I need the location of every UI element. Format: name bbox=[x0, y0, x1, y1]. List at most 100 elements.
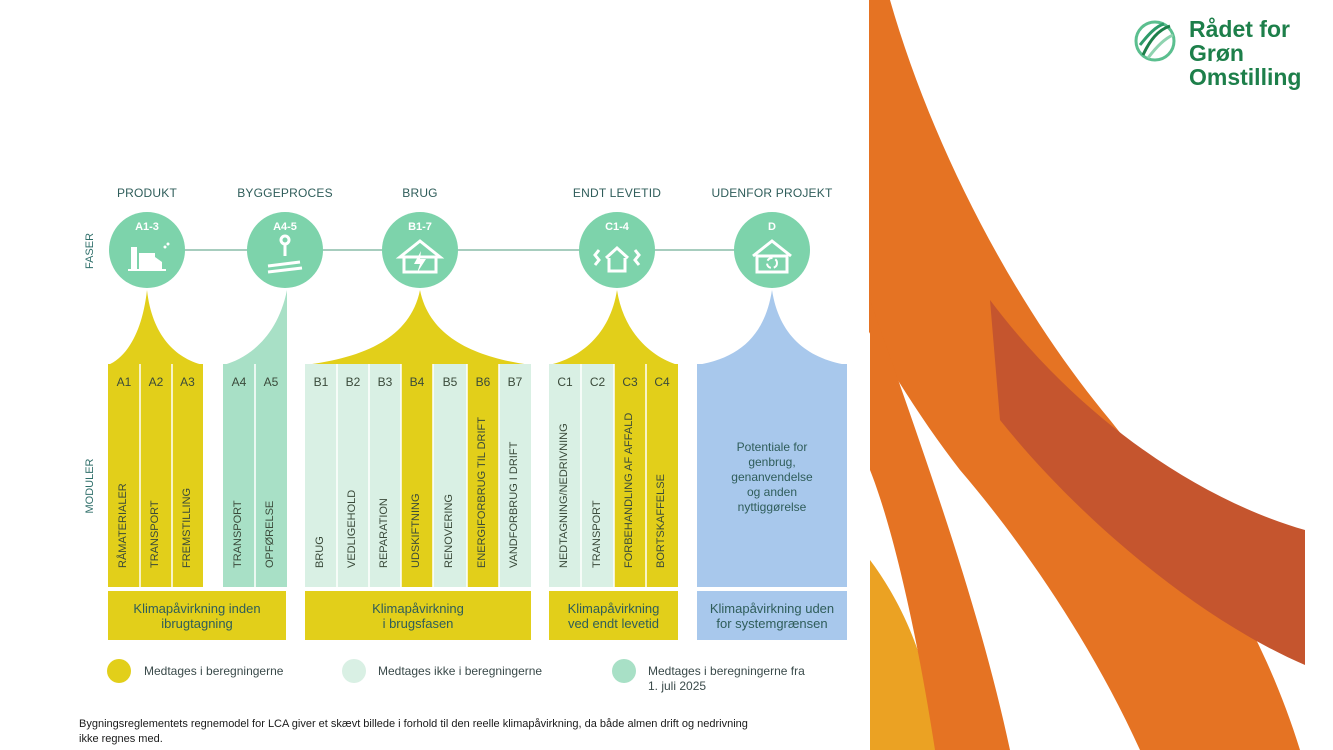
module-code-a5: A5 bbox=[263, 375, 279, 389]
axis-label-faser: FASER bbox=[84, 232, 96, 270]
legend-label-excluded: Medtages ikke i beregningerne bbox=[378, 664, 543, 678]
d-line-3: genanvendelse bbox=[731, 470, 813, 484]
summary-d-line-2: for systemgrænsen bbox=[716, 615, 828, 631]
phase-code-d: D bbox=[768, 221, 776, 233]
module-code-b2: B2 bbox=[345, 375, 361, 389]
rust-swoosh bbox=[990, 300, 1305, 665]
summary-c-line-2: ved endt levetid bbox=[567, 615, 660, 631]
summary-box-a bbox=[108, 591, 286, 640]
module-column-b7 bbox=[499, 364, 531, 587]
footnote: Bygningsreglementets regnemodel for LCA … bbox=[79, 717, 748, 747]
module-column-b4 bbox=[401, 364, 433, 587]
phase-title-udenfor-projekt: UDENFOR PROJEKT bbox=[711, 186, 833, 200]
module-name-b2: VEDLIGEHOLD bbox=[346, 489, 358, 568]
legend-label-included: Medtages i beregningerne bbox=[144, 664, 284, 678]
orange-lower bbox=[870, 300, 1010, 750]
module-code-a1: A1 bbox=[116, 375, 132, 389]
d-line-5: nyttiggørelse bbox=[737, 500, 807, 514]
axis-label-moduler: MODULER bbox=[84, 458, 96, 514]
module-code-b5: B5 bbox=[442, 375, 458, 389]
phase-code-b17: B1-7 bbox=[408, 221, 432, 233]
legend-label-2025: Medtages i beregningerne fra 1. juli 202… bbox=[648, 664, 805, 694]
module-code-b3: B3 bbox=[377, 375, 393, 389]
legend-2025-line-2: 1. juli 2025 bbox=[648, 679, 707, 693]
d-line-4: og anden bbox=[746, 485, 798, 499]
amber-band bbox=[870, 560, 940, 750]
module-column-b1 bbox=[305, 364, 337, 587]
phase-title-produkt: PRODUKT bbox=[116, 186, 178, 200]
logo-leaf-icon bbox=[1134, 20, 1176, 62]
logo-line-1: Rådet for bbox=[1189, 16, 1290, 42]
module-name-a2: TRANSPORT bbox=[149, 500, 161, 568]
module-name-a3: FREMSTILLING bbox=[180, 487, 193, 568]
phase-title-brug: BRUG bbox=[402, 186, 438, 200]
module-code-b4: B4 bbox=[409, 375, 425, 389]
module-code-c4: C4 bbox=[654, 375, 670, 389]
white-top bbox=[0, 0, 745, 163]
module-name-a1: RÅMATERIALER bbox=[117, 483, 129, 568]
bracket-b17 bbox=[305, 290, 531, 365]
phase-title-endt-levetid: ENDT LEVETID bbox=[572, 186, 662, 200]
demolition-icon bbox=[593, 245, 641, 273]
module-name-c3: FORBEHANDLING AF AFFALD bbox=[623, 412, 635, 568]
module-code-a3: A3 bbox=[180, 375, 195, 389]
recycle-house-icon bbox=[752, 239, 792, 274]
summary-b-line-2: i brugsfasen bbox=[382, 615, 454, 631]
bracket-c14 bbox=[549, 290, 678, 365]
summary-box-d bbox=[697, 591, 847, 640]
summary-b-line-1: Klimapåvirkning bbox=[372, 600, 464, 616]
module-column-b6 bbox=[467, 364, 499, 587]
module-column-c2 bbox=[581, 364, 614, 587]
footnote-line-2: ikke regnes med. bbox=[79, 733, 163, 745]
summary-d-line-1: Klimapåvirkning uden bbox=[709, 600, 835, 616]
legend-2025-line-1: Medtages i beregningerne fra bbox=[648, 664, 805, 678]
module-columns bbox=[108, 364, 678, 587]
house-energy-icon bbox=[395, 239, 445, 274]
module-column-b5 bbox=[433, 364, 467, 587]
module-name-a5: OPFØRELSE bbox=[264, 500, 276, 568]
module-code-c3: C3 bbox=[622, 375, 638, 389]
legend-dot-excluded bbox=[342, 659, 366, 683]
summary-a-line-2: ibrugtagning bbox=[161, 615, 233, 631]
d-column bbox=[697, 364, 847, 587]
module-column-a5 bbox=[255, 364, 287, 587]
phase-title-byggeproces: BYGGEPROCES bbox=[237, 186, 333, 200]
d-line-2: genbrug, bbox=[748, 455, 796, 469]
bracket-a13 bbox=[108, 290, 203, 365]
module-name-b5: RENOVERING bbox=[443, 494, 455, 568]
module-name-c4: BORTSKAFFELSE bbox=[655, 474, 667, 568]
module-column-b3 bbox=[369, 364, 401, 587]
module-code-a2: A2 bbox=[148, 375, 164, 389]
module-column-c3 bbox=[614, 364, 646, 587]
factory-icon bbox=[128, 242, 170, 271]
module-column-c1 bbox=[549, 364, 581, 587]
bracket-a45 bbox=[223, 290, 287, 365]
crane-icon bbox=[267, 234, 303, 274]
module-column-b2 bbox=[337, 364, 369, 587]
phase-code-a45: A4-5 bbox=[273, 221, 297, 233]
module-name-a4: TRANSPORT bbox=[232, 500, 244, 568]
footnote-line-1: Bygningsreglementets regnemodel for LCA … bbox=[79, 718, 748, 730]
summary-a-line-1: Klimapåvirkning inden bbox=[133, 600, 261, 616]
logo-line-2: Grøn bbox=[1189, 40, 1244, 66]
module-name-b7: VANDFORBRUG I DRIFT bbox=[508, 441, 520, 568]
module-code-b1: B1 bbox=[313, 375, 329, 389]
phase-circle-b17 bbox=[382, 212, 458, 288]
d-line-1: Potentiale for bbox=[736, 440, 808, 454]
bracket-d bbox=[697, 290, 847, 365]
legend-dot-included bbox=[107, 659, 131, 683]
module-code-b6: B6 bbox=[475, 375, 491, 389]
logo-line-3: Omstilling bbox=[1189, 64, 1302, 90]
summary-box-c bbox=[549, 591, 678, 640]
phase-code-a13: A1-3 bbox=[135, 221, 159, 233]
module-column-a1 bbox=[108, 364, 140, 587]
module-name-b4: UDSKIFTNING bbox=[410, 493, 422, 568]
module-column-a4 bbox=[223, 364, 255, 587]
module-name-b1: BRUG bbox=[314, 536, 326, 568]
phase-circle-d bbox=[734, 212, 810, 288]
module-name-c1: NEDTAGNING/NEDRIVNING bbox=[558, 423, 570, 568]
